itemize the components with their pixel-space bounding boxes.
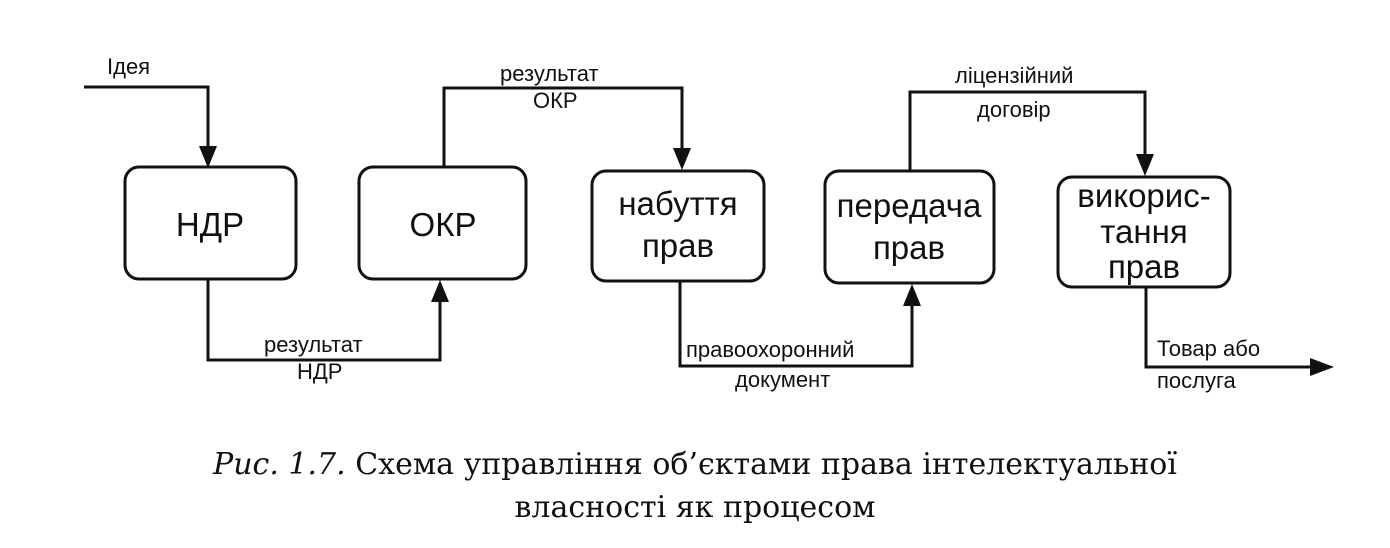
label-idea: Ідея: [107, 54, 150, 79]
figure-caption: Рис. 1.7. Схема управління об’єктами пра…: [0, 447, 1390, 482]
label-protection-doc-line2: документ: [735, 367, 830, 392]
caption-text-line2: власності як процесом: [514, 490, 876, 525]
node-acquisition-label-line1: набуття: [618, 185, 737, 222]
label-result-ndr-line2: НДР: [297, 359, 342, 384]
node-transfer: передача прав: [823, 169, 996, 285]
label-output-line2: послуга: [1157, 368, 1237, 393]
okr-to-acquisition-connector: [442, 86, 684, 166]
transfer-to-usage-arrowhead: [1136, 154, 1154, 176]
label-license-line2: договір: [977, 97, 1051, 122]
acquisition-to-transfer-connector: [678, 282, 914, 368]
label-protection-doc-line1: правоохоронний: [686, 337, 854, 362]
output-arrowhead: [1310, 358, 1334, 376]
idea-arrowhead: [199, 146, 217, 168]
node-acquisition-box: [590, 169, 766, 283]
ndr-to-okr-arrowhead: [431, 280, 449, 302]
caption-number: Рис. 1.7.: [213, 447, 346, 482]
node-usage: викорис- тання прав: [1056, 175, 1232, 289]
label-result-okr-line2: ОКР: [533, 88, 578, 113]
node-transfer-label-line1: передача: [837, 187, 982, 224]
node-usage-label-line2: тання: [1100, 213, 1187, 250]
label-result-okr-line1: результат: [500, 61, 599, 86]
node-ndr-label: НДР: [176, 206, 244, 243]
node-transfer-label-line2: прав: [873, 229, 945, 266]
node-okr-label: ОКР: [410, 206, 477, 243]
caption-text-line1: Схема управління об’єктами права інтелек…: [355, 447, 1177, 482]
transfer-to-usage-connector: [908, 90, 1147, 170]
node-usage-label-line3: прав: [1108, 248, 1180, 285]
caption-line2: власності як процесом: [0, 490, 1390, 525]
node-okr-box: [357, 165, 528, 281]
ndr-to-okr-connector: [206, 280, 442, 362]
label-output-line1: Товар або: [1157, 336, 1260, 361]
node-acquisition: набуття прав: [590, 169, 766, 283]
idea-input-arrow: [84, 85, 210, 150]
node-ndr-box: [123, 165, 298, 281]
label-result-ndr-line1: результат: [264, 332, 363, 357]
node-usage-box: [1056, 175, 1232, 289]
node-okr: ОКР: [357, 165, 528, 281]
node-ndr: НДР: [123, 165, 298, 281]
node-usage-label-line1: викорис-: [1077, 177, 1210, 214]
node-acquisition-label-line2: прав: [642, 227, 714, 264]
output-connector: [1144, 288, 1314, 369]
node-transfer-box: [823, 169, 996, 285]
label-license-line1: ліцензійний: [955, 63, 1073, 88]
acquisition-to-transfer-arrowhead: [903, 284, 921, 306]
okr-to-acquisition-arrowhead: [673, 148, 691, 170]
